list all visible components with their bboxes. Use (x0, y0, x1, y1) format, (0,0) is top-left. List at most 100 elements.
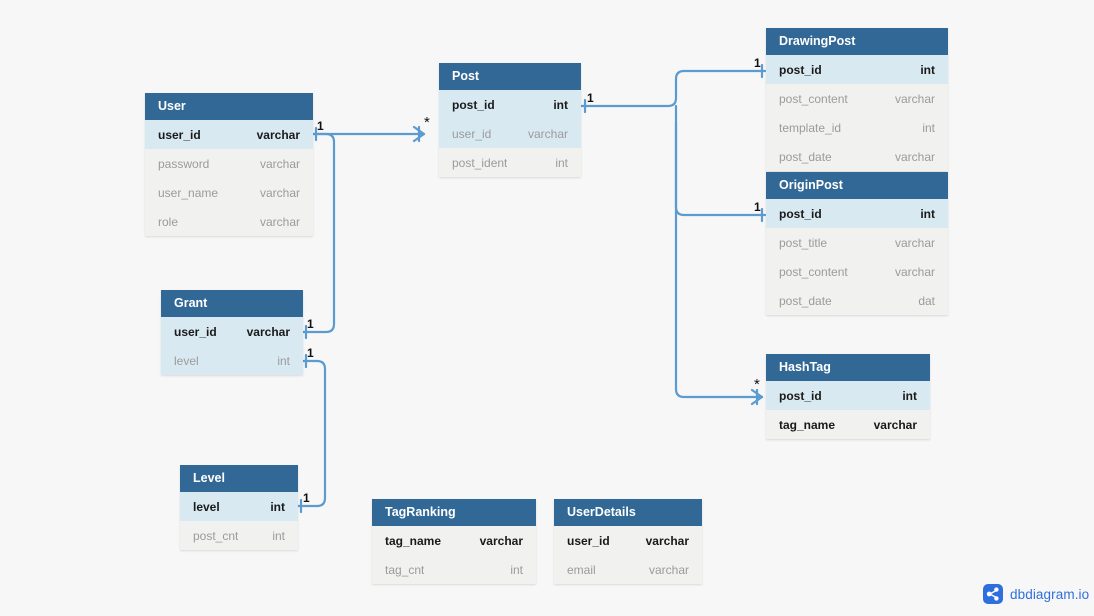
table-row[interactable]: user_id varchar (439, 119, 581, 148)
field-name: post_date (779, 149, 832, 164)
table-row[interactable]: tag_name varchar (372, 526, 536, 555)
cardinality-label: * (754, 376, 760, 393)
share-nodes-icon (983, 584, 1003, 604)
field-name: tag_cnt (385, 562, 425, 577)
table-row[interactable]: post_id int (766, 55, 948, 84)
field-type: int (277, 353, 290, 368)
edge-post-hashtag (674, 120, 764, 399)
table-row[interactable]: tag_name varchar (766, 410, 930, 439)
table-row[interactable]: template_id int (766, 113, 948, 142)
field-name: post_date (779, 293, 832, 308)
field-type: int (510, 562, 523, 577)
field-type: varchar (894, 91, 935, 106)
table-row[interactable]: post_ident int (439, 148, 581, 177)
edge-grant-level (296, 359, 327, 508)
table-row[interactable]: level int (161, 346, 303, 375)
field-type: int (272, 528, 285, 543)
table-row[interactable]: post_id int (766, 381, 930, 410)
field-name: post_content (779, 91, 848, 106)
field-type: int (555, 155, 568, 170)
field-type: varchar (894, 264, 935, 279)
cardinality-label: * (424, 114, 430, 131)
table-hashtag[interactable]: HashTag post_id int tag_name varchar (766, 354, 930, 439)
table-row[interactable]: post_id int (766, 199, 948, 228)
field-type: dat (918, 293, 935, 308)
table-grant[interactable]: Grant user_id varchar level int (161, 290, 303, 375)
table-grant-title: Grant (161, 290, 303, 317)
logo-text: dbdiagram.io (1010, 586, 1090, 602)
field-type: int (920, 206, 935, 221)
table-originpost[interactable]: OriginPost post_id int post_title varcha… (766, 172, 948, 315)
field-name: user_id (174, 324, 217, 339)
field-name: password (158, 156, 210, 171)
table-hashtag-title: HashTag (766, 354, 930, 381)
field-name: post_id (452, 97, 495, 112)
table-row[interactable]: tag_cnt int (372, 555, 536, 584)
field-type: int (920, 62, 935, 77)
field-type: varchar (256, 127, 300, 142)
field-type: int (922, 120, 935, 135)
table-row[interactable]: post_content varchar (766, 257, 948, 286)
table-post-title: Post (439, 63, 581, 90)
field-name: tag_name (779, 417, 836, 432)
field-name: user_id (567, 533, 610, 548)
field-name: post_content (779, 264, 848, 279)
field-type: varchar (246, 324, 290, 339)
table-row[interactable]: email varchar (554, 555, 702, 584)
table-row[interactable]: user_id varchar (161, 317, 303, 346)
field-type: varchar (259, 185, 300, 200)
table-user[interactable]: User user_id varchar password varchar us… (145, 93, 313, 236)
field-name: post_title (779, 235, 828, 250)
cardinality-label: 1 (754, 200, 761, 214)
table-userdetails[interactable]: UserDetails user_id varchar email varcha… (554, 499, 702, 584)
table-originpost-title: OriginPost (766, 172, 948, 199)
table-userdetails-title: UserDetails (554, 499, 702, 526)
field-name: post_id (779, 62, 822, 77)
field-name: post_id (779, 388, 822, 403)
table-row[interactable]: role varchar (145, 207, 313, 236)
cardinality-label: 1 (303, 491, 310, 505)
table-drawingpost[interactable]: DrawingPost post_id int post_content var… (766, 28, 948, 171)
table-row[interactable]: post_content varchar (766, 84, 948, 113)
table-post[interactable]: Post post_id int user_id varchar post_id… (439, 63, 581, 177)
table-drawingpost-title: DrawingPost (766, 28, 948, 55)
table-level-title: Level (180, 465, 298, 492)
table-tagranking-title: TagRanking (372, 499, 536, 526)
table-row[interactable]: user_id varchar (554, 526, 702, 555)
cardinality-label: 1 (754, 56, 761, 70)
table-level[interactable]: Level level int post_cnt int (180, 465, 298, 550)
table-row[interactable]: user_name varchar (145, 178, 313, 207)
edge-post-originpost (674, 104, 767, 217)
field-type: varchar (894, 235, 935, 250)
field-name: level (193, 499, 220, 514)
dbdiagram-logo[interactable]: dbdiagram.io (983, 584, 1089, 604)
field-name: user_id (158, 127, 201, 142)
table-row[interactable]: level int (180, 492, 298, 521)
table-row[interactable]: post_title varchar (766, 228, 948, 257)
field-type: int (902, 388, 917, 403)
field-type: int (553, 97, 568, 112)
table-row[interactable]: post_id int (439, 90, 581, 119)
edge-post-drawingpost (579, 69, 767, 108)
field-type: int (270, 499, 285, 514)
table-row[interactable]: post_cnt int (180, 521, 298, 550)
field-name: post_id (779, 206, 822, 221)
cardinality-label: 1 (307, 317, 314, 331)
cardinality-label: 1 (317, 119, 324, 133)
field-type: varchar (648, 562, 689, 577)
table-user-title: User (145, 93, 313, 120)
table-row[interactable]: post_date dat (766, 286, 948, 315)
field-name: template_id (779, 120, 842, 135)
field-type: varchar (645, 533, 689, 548)
cardinality-label: 1 (307, 346, 314, 360)
field-name: user_name (158, 185, 219, 200)
field-name: tag_name (385, 533, 442, 548)
table-row[interactable]: post_date varchar (766, 142, 948, 171)
field-type: varchar (259, 214, 300, 229)
field-name: email (567, 562, 596, 577)
field-name: user_id (452, 126, 492, 141)
table-tagranking[interactable]: TagRanking tag_name varchar tag_cnt int (372, 499, 536, 584)
table-row[interactable]: password varchar (145, 149, 313, 178)
table-row[interactable]: user_id varchar (145, 120, 313, 149)
